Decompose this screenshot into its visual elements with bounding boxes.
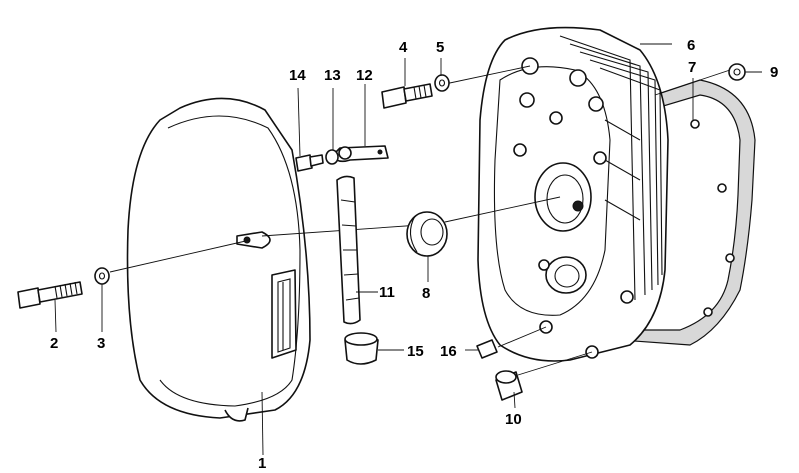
callout-6: 6 [687, 37, 695, 54]
bolt-part-2 [17, 281, 83, 309]
callout-13: 13 [324, 67, 341, 84]
callout-8: 8 [422, 285, 430, 302]
bolt-part-4 [381, 83, 433, 109]
callout-leaders [54, 43, 762, 456]
callout-14: 14 [289, 67, 306, 84]
nut-part-9 [728, 63, 746, 81]
callout-11: 11 [379, 284, 395, 301]
cylinder-head-part-6 [477, 26, 669, 362]
callout-7: 7 [688, 59, 696, 76]
bracket-part-12 [331, 145, 389, 163]
washer-part-3 [94, 267, 110, 285]
callout-5: 5 [436, 39, 444, 56]
callout-3: 3 [97, 335, 105, 352]
callout-labels: 1 2 3 4 5 6 7 8 9 10 11 12 13 14 15 16 [50, 37, 778, 472]
callout-15: 15 [407, 343, 424, 360]
callout-12: 12 [356, 67, 373, 84]
valve-cover-part-1 [126, 97, 311, 422]
plug-part-15 [344, 332, 379, 365]
callout-9: 9 [770, 64, 778, 81]
callout-10: 10 [505, 411, 522, 428]
washer-part-5 [434, 74, 450, 92]
dowel-part-16 [476, 339, 498, 359]
callout-4: 4 [399, 39, 408, 56]
callout-16: 16 [440, 343, 457, 360]
seal-ring-part-8 [406, 211, 448, 257]
screw-part-14 [295, 154, 324, 172]
grommet-part-13 [325, 149, 339, 165]
callout-2: 2 [50, 335, 58, 352]
sleeve-part-10 [495, 370, 523, 401]
callout-1: 1 [258, 455, 266, 472]
hose-part-11 [336, 175, 361, 325]
